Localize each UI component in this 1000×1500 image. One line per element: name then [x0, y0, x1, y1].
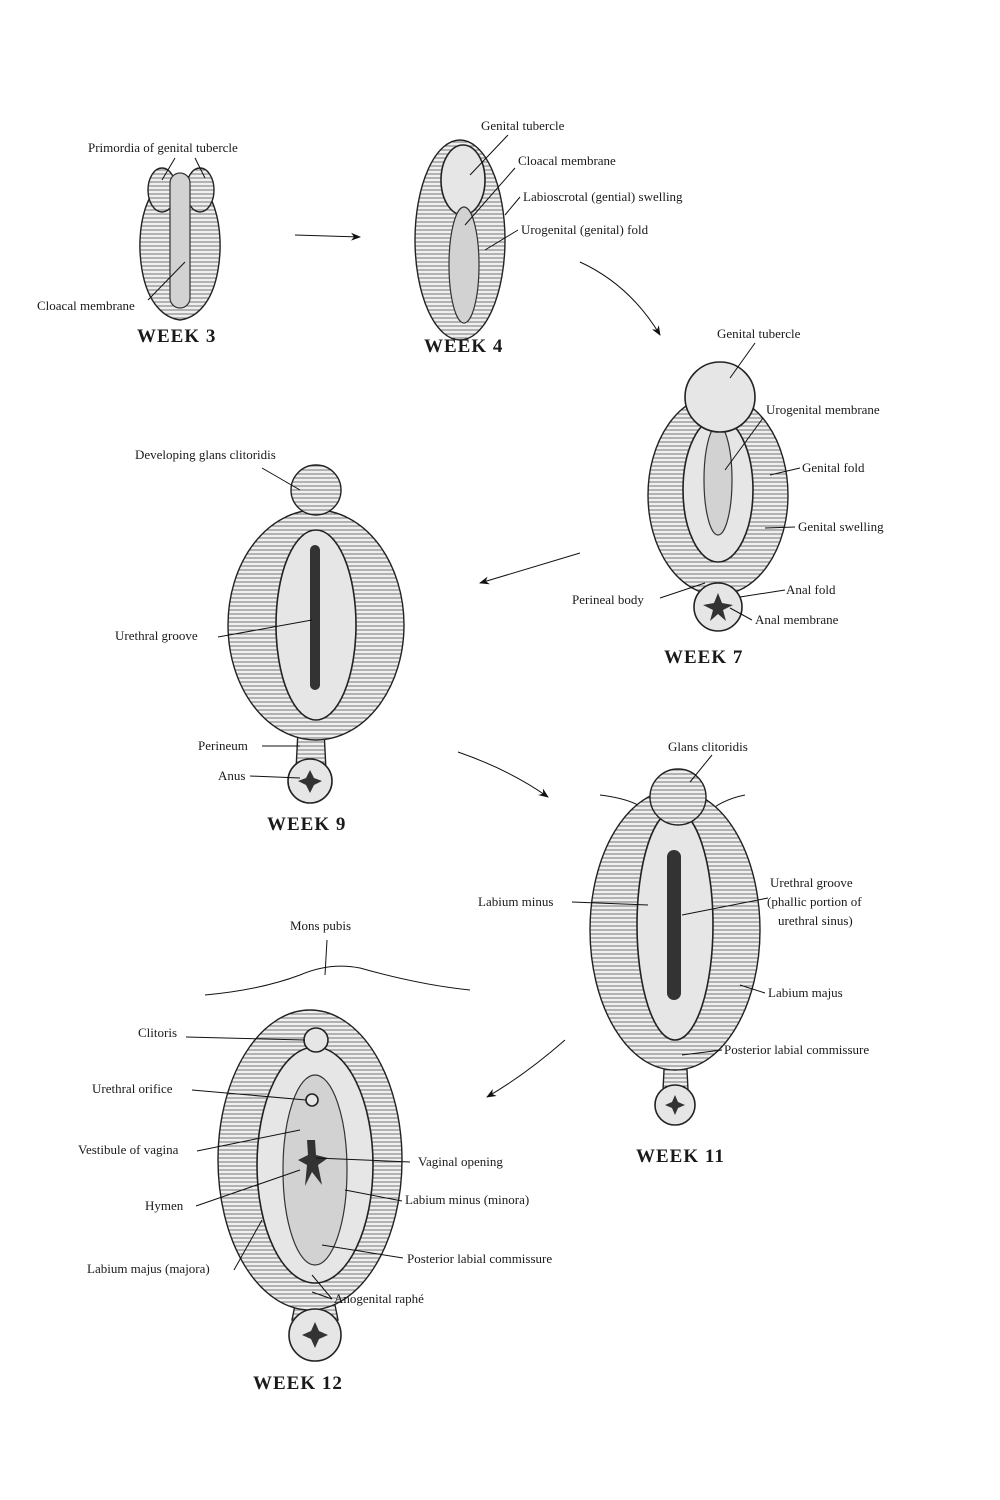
label: Labium majus	[768, 985, 843, 1000]
label: Urethral groove	[770, 875, 853, 890]
week11-figure: Glans clitoridis Labium minus Urethral g…	[478, 739, 869, 1167]
week4-cloacal-membrane	[448, 206, 480, 324]
arrow-icon	[294, 232, 361, 241]
label: Posterior labial commissure	[724, 1042, 869, 1057]
label: Primordia of genital tubercle	[88, 140, 238, 155]
week9-title: WEEK 9	[267, 814, 346, 835]
label: Posterior labial commissure	[407, 1251, 552, 1266]
week9-anus	[298, 770, 322, 793]
week9-figure: Developing glans clitoridis Urethral gro…	[115, 447, 405, 835]
label: Urethral orifice	[92, 1081, 173, 1096]
label: (phallic portion of	[767, 894, 862, 909]
label: Vaginal opening	[418, 1154, 503, 1169]
label: Anal membrane	[755, 612, 839, 627]
label: Anus	[218, 768, 245, 783]
week12-clitoris	[303, 1027, 329, 1053]
label: Mons pubis	[290, 918, 351, 933]
label: Urogenital membrane	[766, 402, 880, 417]
week4-genital-tubercle	[440, 144, 486, 216]
week12-anus	[302, 1322, 328, 1348]
label: Cloacal membrane	[37, 298, 135, 313]
label: Labium majus (majora)	[87, 1261, 210, 1276]
week7-title: WEEK 7	[664, 647, 743, 668]
week7-genital-tubercle	[684, 361, 756, 433]
label: Labium minus (minora)	[405, 1192, 529, 1207]
week11-title: WEEK 11	[636, 1146, 725, 1167]
week7-figure: Genital tubercle Urogenital membrane Gen…	[572, 326, 884, 668]
arrow-icon	[486, 1039, 566, 1098]
week9-developing-glans	[290, 464, 342, 516]
label: Anal fold	[786, 582, 836, 597]
week3-title: WEEK 3	[137, 326, 216, 347]
week12-figure: Mons pubis Clitoris Urethral orifice Ves…	[78, 918, 552, 1394]
label: Clitoris	[138, 1025, 177, 1040]
label: Urethral groove	[115, 628, 198, 643]
label: Labioscrotal (gential) swelling	[523, 189, 683, 204]
label: Genital tubercle	[717, 326, 801, 341]
label: Genital fold	[802, 460, 865, 475]
label: Urogenital (genital) fold	[521, 222, 649, 237]
label: Glans clitoridis	[668, 739, 748, 754]
week12-mons-curve	[204, 965, 471, 996]
week12-title: WEEK 12	[253, 1373, 343, 1394]
label: Labium minus	[478, 894, 553, 909]
week7-urogenital-membrane	[703, 424, 733, 536]
arrow-icon	[457, 751, 549, 798]
week12-urethral-orifice	[305, 1093, 319, 1107]
label: Perineum	[198, 738, 248, 753]
week3-figure: Primordia of genital tubercle Cloacal me…	[37, 140, 238, 347]
week11-urethral-groove	[667, 850, 681, 1000]
label: Cloacal membrane	[518, 153, 616, 168]
week9-urethral-groove	[310, 545, 320, 690]
label: urethral sinus)	[778, 913, 853, 928]
label: Perineal body	[572, 592, 644, 607]
week11-glans-clitoridis	[649, 768, 707, 826]
label: Developing glans clitoridis	[135, 447, 276, 462]
week12-vaginal-opening	[298, 1140, 328, 1186]
week4-title: WEEK 4	[424, 336, 503, 357]
week3-cloacal-membrane	[169, 172, 191, 309]
week7-anal-membrane	[703, 593, 733, 621]
label: Genital swelling	[798, 519, 884, 534]
week4-figure: Genital tubercle Cloacal membrane Labios…	[414, 118, 683, 357]
label: Hymen	[145, 1198, 184, 1213]
arrow-icon	[479, 552, 581, 585]
label: Vestibule of vagina	[78, 1142, 179, 1157]
label: Genital tubercle	[481, 118, 565, 133]
label: Anogenital raphé	[334, 1291, 424, 1306]
arrow-icon	[579, 261, 661, 336]
week11-anus	[665, 1095, 685, 1115]
